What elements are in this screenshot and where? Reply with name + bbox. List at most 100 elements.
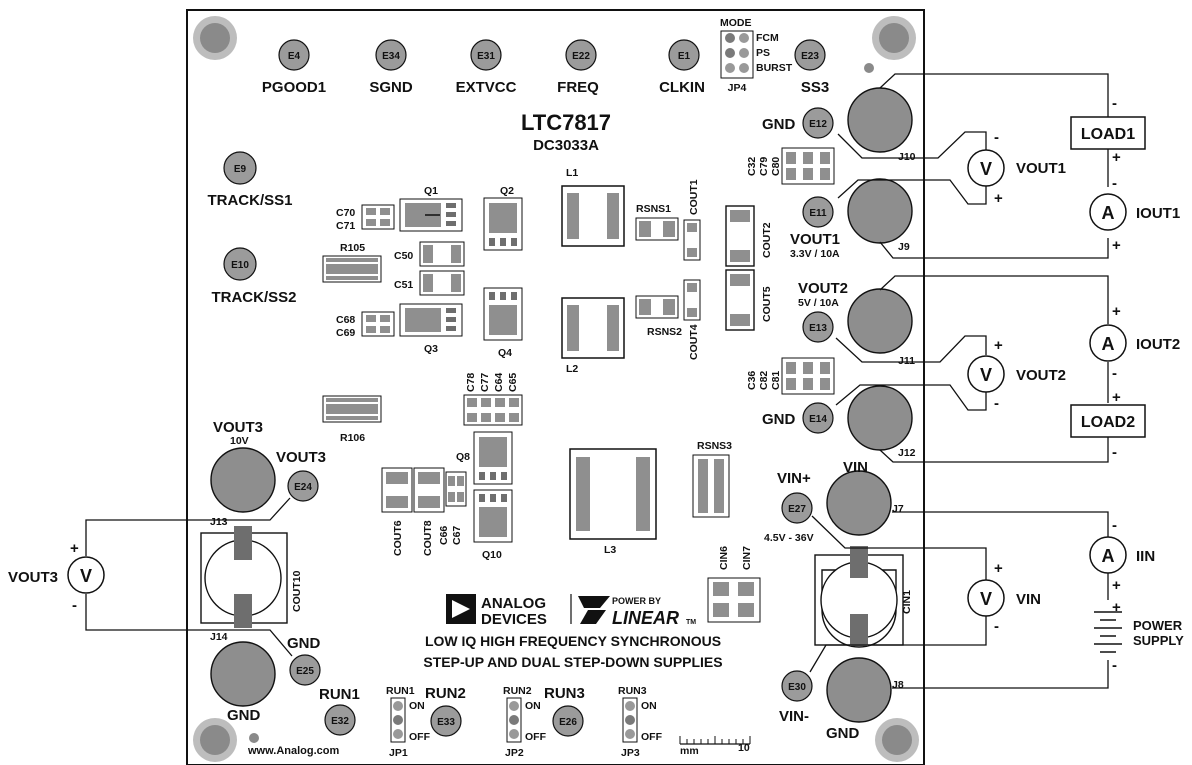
svg-text:C77: C77 — [479, 373, 491, 392]
capacitor-cin1: CIN1 — [814, 546, 913, 648]
svg-text:COUT6: COUT6 — [392, 520, 404, 556]
jumper-title: MODE — [720, 17, 752, 29]
testpoint-id: E32 — [331, 716, 349, 727]
testpoint-e4[interactable]: E4 PGOOD1 — [262, 39, 326, 96]
testpoint-e31[interactable]: E31 EXTVCC — [456, 39, 517, 96]
load2-box: LOAD2 — [1070, 404, 1146, 438]
testpoint-e23[interactable]: E23 SS3 — [794, 39, 829, 96]
svg-text:+: + — [1112, 389, 1121, 406]
jumper-title: RUN1 — [386, 685, 415, 697]
svg-text:IOUT2: IOUT2 — [1136, 336, 1180, 353]
description-line1: LOW IQ HIGH FREQUENCY SYNCHRONOUS — [425, 633, 721, 649]
testpoint-label: EXTVCC — [456, 79, 517, 96]
banana-jack-j8[interactable]: J8 GND — [826, 657, 904, 742]
testpoint-e12[interactable]: E12 GND — [762, 107, 834, 139]
testpoint-e10[interactable]: E10 TRACK/SS2 — [211, 247, 297, 306]
testpoint-id: E12 — [809, 119, 827, 130]
svg-text:VIN: VIN — [1016, 591, 1041, 608]
testpoint-e25[interactable]: E25 GND — [287, 635, 321, 686]
testpoint-label: GND — [762, 411, 796, 428]
testpoint-label: FREQ — [557, 79, 599, 96]
jumper-ref: JP4 — [728, 82, 747, 94]
svg-text:-: - — [1112, 365, 1117, 382]
iout1-ammeter: A IOUT1 - + - + — [1089, 95, 1180, 254]
svg-text:LINEAR: LINEAR — [612, 608, 679, 628]
testpoint-e9[interactable]: E9 TRACK/SS1 — [207, 151, 293, 209]
banana-jack-j12[interactable]: J12 — [847, 385, 916, 459]
run-jumper-jp2[interactable]: RUN2 ON OFF JP2 — [503, 685, 547, 759]
website-url: www.Analog.com — [247, 745, 339, 757]
run-jumper-jp1[interactable]: RUN1 ON OFF JP1 — [386, 685, 431, 759]
testpoint-id: E24 — [294, 482, 312, 493]
svg-text:C36: C36 — [746, 371, 758, 390]
svg-text:CIN7: CIN7 — [741, 546, 753, 570]
svg-text:C51: C51 — [394, 279, 413, 291]
jack-name: VIN — [843, 459, 868, 476]
testpoint-label: SS3 — [801, 79, 829, 96]
jack-label: J7 — [892, 503, 904, 515]
banana-jack-j10[interactable]: J10 — [847, 87, 916, 163]
vout3-voltmeter: V VOUT3 + - — [8, 540, 105, 614]
svg-text:C80: C80 — [770, 157, 782, 176]
fiducial-bottom — [249, 733, 259, 743]
iin-ammeter: A IIN - + — [1089, 517, 1155, 594]
testpoint-id: E22 — [572, 51, 590, 62]
svg-text:C68: C68 — [336, 314, 355, 326]
svg-text:+: + — [1112, 599, 1121, 616]
testpoint-e34[interactable]: E34 SGND — [369, 39, 413, 96]
testpoint-e13[interactable]: E13 VOUT2 5V / 10A — [798, 280, 848, 343]
svg-text:C32: C32 — [746, 157, 758, 176]
svg-text:-: - — [1112, 175, 1117, 192]
svg-text:R106: R106 — [340, 432, 365, 444]
svg-text:CIN6: CIN6 — [718, 546, 730, 570]
svg-text:RSNS1: RSNS1 — [636, 203, 671, 215]
capacitor-c32-c79-c80: C32 C79 C80 — [746, 147, 835, 185]
banana-jack-j13[interactable]: VOUT3 10V J13 — [210, 419, 276, 528]
testpoint-label: TRACK/SS1 — [207, 192, 292, 209]
testpoint-e11[interactable]: E11 VOUT1 3.3V / 10A — [790, 196, 840, 260]
svg-text:COUT5: COUT5 — [761, 286, 773, 322]
testpoint-e32[interactable]: RUN1 E32 — [319, 686, 360, 736]
testpoint-e33[interactable]: RUN2 E33 — [425, 685, 466, 737]
mount-hole-bottom-left — [193, 718, 237, 762]
testpoint-e27[interactable]: E27 VIN+ 4.5V - 36V — [764, 470, 814, 544]
run-jumper-jp3[interactable]: RUN3 ON OFF JP3 — [618, 685, 663, 759]
testpoint-id: E27 — [788, 504, 806, 515]
svg-text:+: + — [1112, 149, 1121, 166]
jack-name: VOUT3 — [213, 419, 263, 436]
svg-text:RSNS3: RSNS3 — [697, 440, 732, 452]
svg-text:C69: C69 — [336, 327, 355, 339]
banana-jack-j11[interactable]: J11 — [847, 288, 915, 367]
testpoint-label: RUN1 — [319, 686, 360, 703]
capacitor-cout5: COUT5 — [725, 269, 773, 331]
svg-text:mm: mm — [680, 745, 699, 757]
capacitor-cin6-cin7: CIN6 CIN7 — [707, 546, 761, 623]
svg-text:-: - — [72, 597, 77, 614]
inductor-l3: L3 — [569, 448, 657, 556]
testpoint-id: E1 — [678, 51, 691, 62]
testpoint-id: E23 — [801, 51, 819, 62]
testpoint-e1[interactable]: E1 CLKIN — [659, 39, 705, 96]
jumper-ref: JP3 — [621, 747, 640, 759]
mosfet-q3: Q3 — [399, 303, 463, 355]
testpoint-e14[interactable]: E14 GND — [762, 402, 834, 434]
banana-jack-j14[interactable]: J14 GND — [210, 631, 276, 724]
testpoint-e30[interactable]: E30 VIN- — [779, 670, 813, 725]
jack-label: J9 — [898, 241, 910, 253]
svg-text:C65: C65 — [507, 373, 519, 392]
svg-text:C82: C82 — [758, 371, 770, 390]
testpoint-e22[interactable]: E22 FREQ — [557, 39, 599, 96]
testpoint-e26[interactable]: RUN3 E26 — [544, 685, 585, 737]
mode-jumper-jp4[interactable]: MODE FCM PS BURST JP4 — [720, 17, 793, 94]
load1-box: LOAD1 — [1070, 116, 1146, 150]
svg-text:V: V — [980, 159, 992, 179]
resistor-r105: R105 — [322, 242, 382, 283]
svg-text:CIN1: CIN1 — [901, 590, 913, 614]
svg-text:C70: C70 — [336, 207, 355, 219]
svg-text:C78: C78 — [465, 373, 477, 392]
jack-name: GND — [227, 707, 261, 724]
banana-jack-j7[interactable]: VIN J7 — [826, 459, 904, 536]
svg-text:C50: C50 — [394, 250, 413, 262]
testpoint-id: E33 — [437, 717, 455, 728]
testpoint-e24[interactable]: E24 VOUT3 — [276, 449, 326, 502]
